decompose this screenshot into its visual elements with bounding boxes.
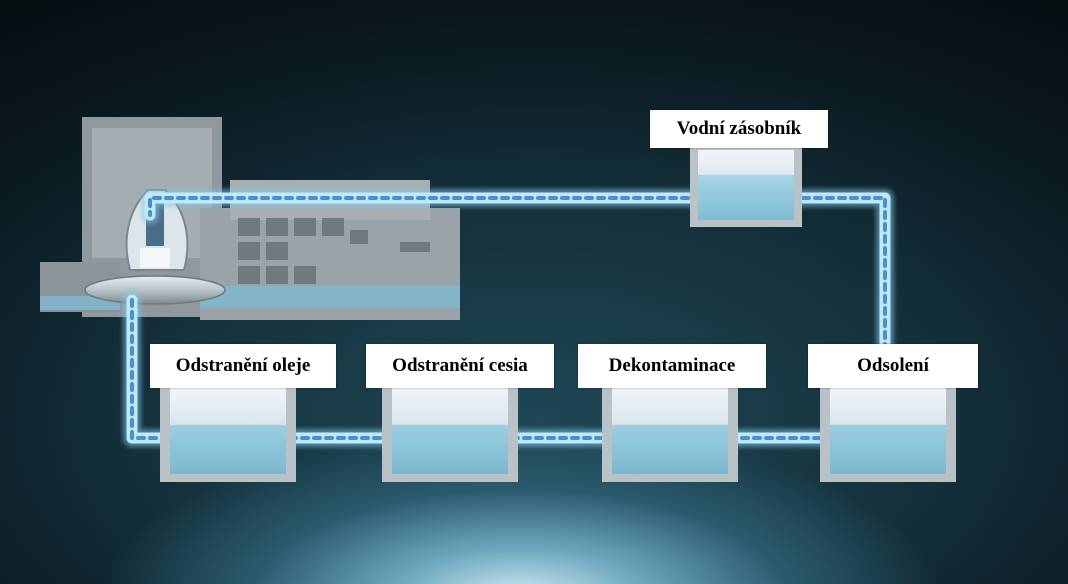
reservoir-tank xyxy=(690,145,802,227)
oil-removal-tank xyxy=(160,382,296,482)
reservoir-label: Vodní zásobník xyxy=(650,110,828,148)
cesium-removal-tank xyxy=(382,382,518,482)
decontamination-label: Dekontaminace xyxy=(578,344,766,388)
decontamination-tank xyxy=(602,382,738,482)
desalination-tank xyxy=(820,382,956,482)
oil-removal-label: Odstranění oleje xyxy=(150,344,336,388)
suppression-pool xyxy=(84,275,226,305)
cesium-removal-label: Odstranění cesia xyxy=(366,344,554,388)
pipe-network xyxy=(123,189,894,447)
reactor-building xyxy=(40,117,460,320)
desalination-label: Odsolení xyxy=(808,344,978,388)
